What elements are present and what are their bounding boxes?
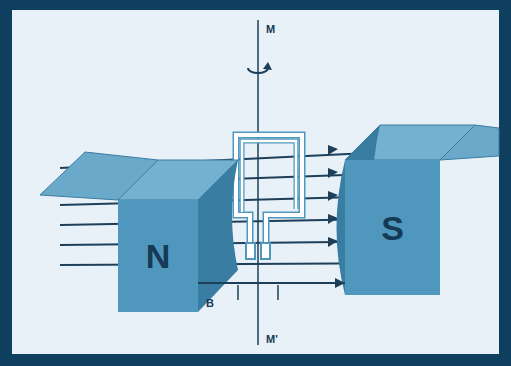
field-label: B [206, 298, 214, 309]
commutator-segment [261, 243, 270, 259]
axis-label: M [266, 24, 275, 35]
field-line-arrow [198, 278, 345, 288]
armature-coil [236, 135, 302, 245]
pole-face [198, 160, 238, 312]
field-arrowheads [328, 145, 338, 247]
axis-label: M' [266, 334, 278, 345]
brush [237, 285, 239, 300]
rotation-arrowhead [263, 62, 272, 70]
magnet-pole: S [345, 160, 440, 295]
rotation-axis [257, 20, 259, 345]
commutator-segment [246, 243, 255, 259]
pole-letter: S [381, 211, 404, 245]
brush [277, 285, 279, 300]
magnet-pole: N [118, 200, 198, 312]
pole-letter: N [146, 239, 171, 273]
magnet-top [440, 125, 499, 160]
